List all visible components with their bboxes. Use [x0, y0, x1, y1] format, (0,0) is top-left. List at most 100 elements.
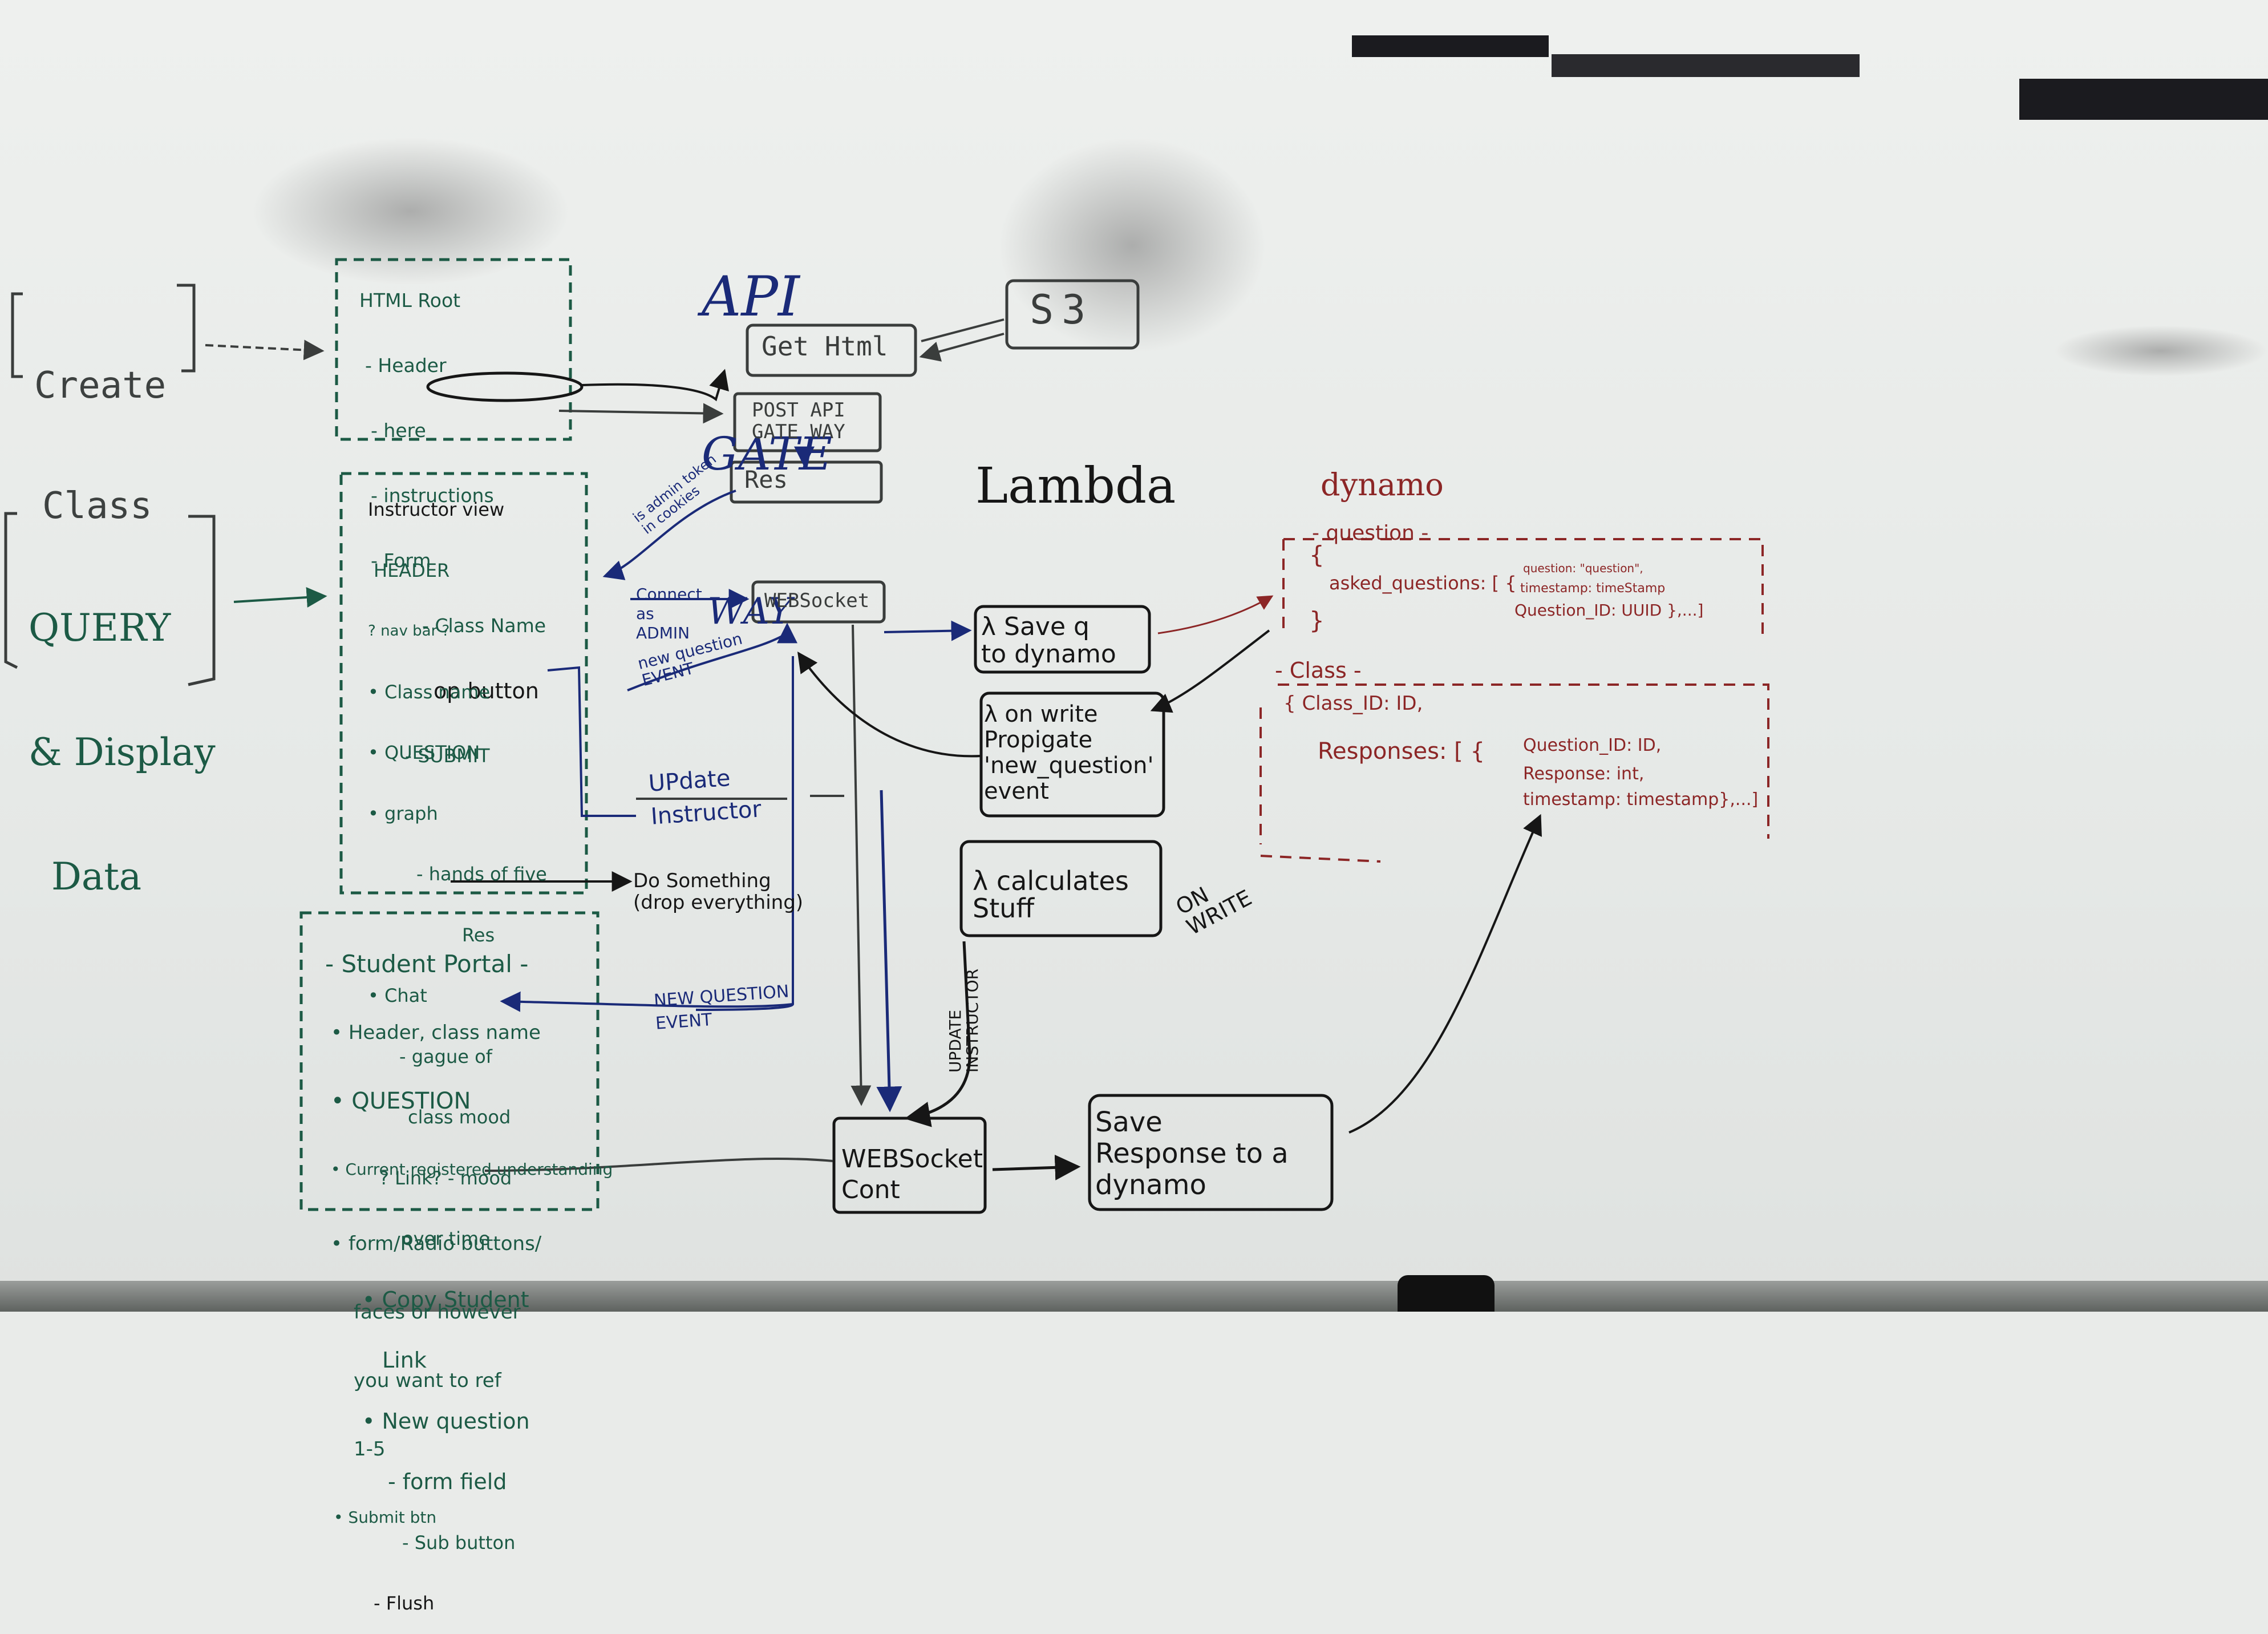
api-line1: API	[702, 265, 800, 329]
dynamo-close-brace: }	[1309, 606, 1325, 634]
instructor-view-box	[339, 472, 588, 895]
lambda-title: Lambda	[975, 458, 1176, 515]
dynamo-question-table	[1282, 538, 1764, 642]
html-root-title: HTML Root	[359, 289, 461, 312]
query-line3: Data	[51, 854, 142, 899]
list-item: • Class name	[368, 681, 491, 703]
calculates-box	[959, 840, 1163, 937]
calculates-label: λ calculates Stuff	[973, 865, 1129, 924]
arrow-save-q-to-dynamo	[1157, 595, 1274, 634]
query-line2: & Display	[29, 730, 216, 774]
list-item: • Copy Student	[362, 1287, 529, 1312]
dynamo-r-timestamp: timestamp: timestamp},...]	[1523, 790, 1759, 810]
query-display-label: QUERY & Display Data	[29, 525, 216, 939]
on-write-box	[979, 691, 1165, 818]
update-instructor-label: UPdate Instructor	[647, 765, 763, 830]
list-item: HEADER	[374, 559, 450, 581]
arrow-res-to-instructor	[602, 490, 736, 580]
top-edge-shadow	[2019, 79, 2268, 120]
create-class-label: Create Class	[34, 285, 166, 567]
list-item: ? Link? - mood	[379, 1167, 512, 1189]
arrow-submit-to-post	[558, 403, 724, 424]
dynamo-class-id: { Class_ID: ID,	[1283, 692, 1423, 715]
s3-box	[1005, 279, 1140, 350]
list-item: 1-5	[354, 1438, 386, 1461]
dynamo-asked-questions: asked_questions: [ {	[1329, 572, 1517, 594]
arrow-on-write-to-ws	[797, 652, 982, 758]
arrow-button-to-get-html	[581, 369, 729, 402]
list-item: - gague of	[399, 1045, 492, 1067]
arrow-dynamo-to-on-write	[1150, 629, 1270, 713]
list-item: • Chat	[368, 985, 427, 1006]
update-instructor-vertical-label: UPDATE INSTRUCTOR	[946, 968, 982, 1073]
line-ws-down	[850, 624, 872, 1106]
top-edge-shadow	[1552, 54, 1860, 77]
list-item: - here	[371, 419, 426, 442]
new-question-event-2-label: NEW QUESTION EVENT	[653, 981, 790, 1034]
websocket-box	[751, 580, 886, 624]
list-item: - SUBMIT	[405, 745, 490, 767]
top-edge-shadow	[1352, 35, 1549, 57]
eraser-smudge	[998, 137, 1266, 354]
save-response-label: Save Response to a dynamo	[1095, 1106, 1289, 1201]
line-update-instructor	[636, 795, 844, 800]
html-root-box	[335, 258, 572, 441]
list-item: • graph	[368, 802, 438, 824]
arrow-ws-cont-to-save	[992, 1154, 1081, 1180]
list-item: ? nav bar ?	[368, 622, 450, 640]
marker-tray-clip	[1398, 1275, 1495, 1312]
list-item: faces or however	[354, 1301, 521, 1324]
connect-admin-label: Connect as ADMIN	[636, 585, 702, 642]
line-ws-blue-down	[876, 790, 902, 1113]
dynamo-open-brace: {	[1309, 541, 1325, 569]
api-gateway-title: API GATE WAY	[702, 165, 832, 690]
api-line2: GATE	[702, 427, 833, 480]
dynamo-timestamp-field: timestamp: timeStamp	[1520, 581, 1666, 596]
s3-label: S3	[1030, 286, 1094, 333]
line-instructor-chat	[547, 666, 636, 817]
list-item: - instructions	[371, 484, 494, 507]
list-item: - Flush	[374, 1592, 435, 1614]
arrows-get-html-s3	[921, 318, 1005, 357]
websocket-label: WEBSocket	[764, 589, 870, 612]
list-item: • Current registered understanding	[331, 1160, 613, 1179]
list-item: • form/Radio buttons/	[331, 1232, 542, 1255]
eraser-smudge	[2054, 325, 2268, 377]
arrow-calc-to-ws	[904, 941, 971, 1127]
websocket-cont-label: WEBSocket Cont	[841, 1144, 983, 1204]
arrow-save-to-dynamo	[1348, 814, 1542, 1134]
html-root-list: HTML Root - Header - here - instructions…	[348, 246, 546, 788]
list-item: • Submit btn	[334, 1508, 437, 1527]
on-write-label: λ on write Propigate 'new_question' even…	[984, 701, 1154, 804]
create-class-bracket	[11, 284, 196, 378]
post-api-label: POST API GATE WAY	[752, 399, 845, 443]
dynamo-question-field: question: "question",	[1523, 561, 1643, 575]
dynamo-title: dynamo	[1321, 467, 1444, 503]
instructor-view-title: Instructor view	[368, 499, 505, 520]
dynamo-r-response: Response: int,	[1523, 764, 1645, 784]
create-class-line1: Create	[34, 364, 167, 407]
diagram-ink	[4, 258, 1769, 1214]
query-bracket	[4, 512, 216, 686]
save-q-box	[974, 605, 1151, 674]
dynamo-class-table	[1259, 683, 1769, 863]
save-response-box	[1088, 1094, 1334, 1211]
res-label: Res	[744, 466, 788, 494]
api-line3: WAY	[707, 590, 792, 633]
board-bottom-edge	[0, 1281, 2268, 1312]
query-line1: QUERY	[29, 606, 171, 650]
list-item: Res	[462, 924, 495, 946]
list-item: - hands of five	[416, 863, 547, 885]
arrow-query-to-instructor	[233, 587, 327, 608]
list-item: - Class Name	[422, 614, 546, 637]
op-button-oval	[426, 371, 584, 402]
arrow-new-question-event	[627, 622, 797, 691]
student-portal-box	[299, 911, 600, 1211]
list-item: • QUESTION	[331, 1088, 471, 1114]
list-item: you want to ref	[354, 1369, 501, 1392]
dynamo-r-question-id: Question_ID: ID,	[1523, 735, 1662, 755]
dynamo-question-id: Question_ID: UUID },...]	[1514, 601, 1704, 620]
create-class-line2: Class	[42, 484, 152, 527]
student-portal-title: - Student Portal -	[325, 950, 529, 978]
list-item: - Form	[371, 549, 431, 572]
